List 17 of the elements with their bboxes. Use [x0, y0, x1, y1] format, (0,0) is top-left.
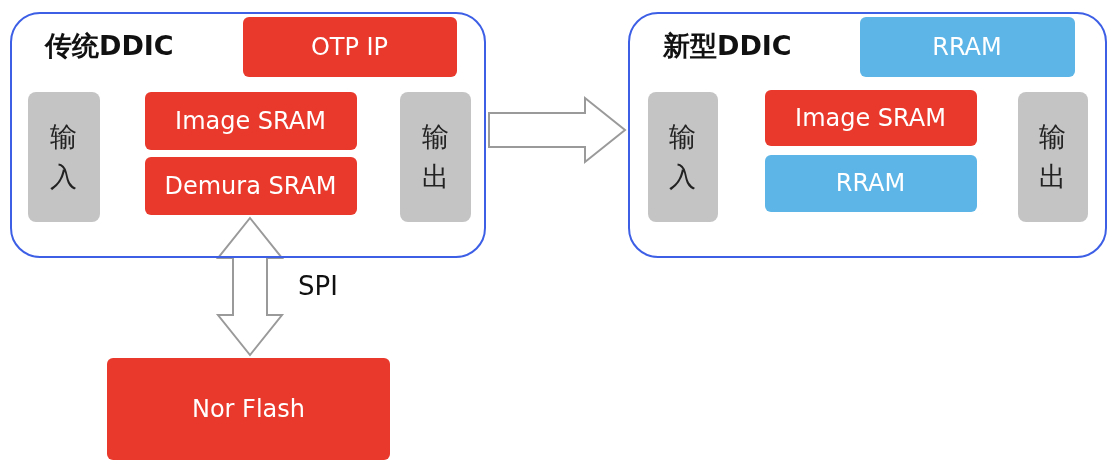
- chip-panel: [628, 12, 1107, 258]
- block-arrow: [215, 216, 285, 357]
- block-arrow: [488, 95, 627, 165]
- io-block: 输入: [27, 91, 100, 222]
- memory-block: Nor Flash: [107, 358, 390, 460]
- io-block: 输出: [399, 91, 471, 222]
- io-block: 输出: [1017, 91, 1088, 222]
- chip-panel: [10, 12, 486, 258]
- memory-block: RRAM: [764, 154, 977, 212]
- memory-block: RRAM: [859, 16, 1075, 77]
- memory-block: OTP IP: [242, 16, 457, 77]
- panel-title: 新型DDIC: [663, 29, 792, 63]
- memory-block: Demura SRAM: [144, 156, 357, 215]
- io-block: 输入: [647, 91, 718, 222]
- memory-block: Image SRAM: [764, 89, 977, 146]
- panel-title: 传统DDIC: [45, 29, 174, 63]
- memory-block: Image SRAM: [144, 91, 357, 150]
